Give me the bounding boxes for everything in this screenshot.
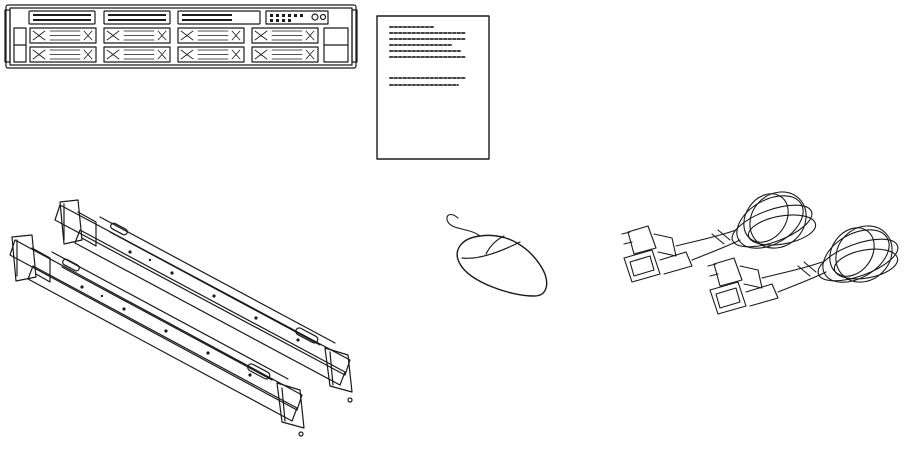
rail-back — [54, 199, 353, 403]
server-chassis-icon — [4, 4, 358, 69]
power-cord-icon — [621, 191, 899, 315]
mouse-icon — [446, 213, 548, 297]
power-cord-1 — [621, 191, 817, 283]
power-cord-2 — [707, 225, 899, 315]
document-icon — [376, 15, 490, 160]
rail-front — [9, 234, 305, 437]
rail-kit-icon — [9, 199, 353, 437]
